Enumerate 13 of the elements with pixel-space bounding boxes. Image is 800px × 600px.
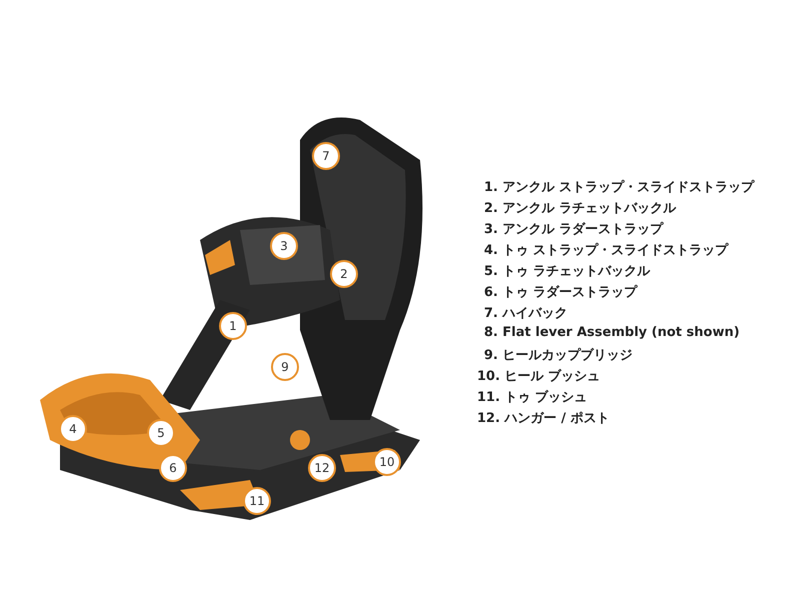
part-list-item: 10. ヒール ブッシュ xyxy=(477,368,600,385)
part-list-item: 9. ヒールカップブリッジ xyxy=(484,346,633,364)
part-list-item: 5. トゥ ラチェットバックル xyxy=(484,263,650,280)
part-list-item: 6. トゥ ラダーストラップ xyxy=(484,284,638,301)
part-list-item: 4. トゥ ストラップ・スライドストラップ xyxy=(484,242,728,259)
part-list-item: 3. アンクル ラダーストラップ xyxy=(484,220,664,238)
part-list-item: 1. アンクル ストラップ・スライドストラップ xyxy=(484,178,754,196)
part-list-item: 12. ハンガー / ポスト xyxy=(477,410,610,427)
part-list-item: 11. トゥ ブッシュ xyxy=(477,388,588,406)
callout-number: 9 xyxy=(271,353,299,381)
part-list-item: 2. アンクル ラチェットバックル xyxy=(484,200,676,217)
part-list-item: 8. Flat lever Assembly (not shown) xyxy=(484,325,740,340)
part-list-item: 7. ハイバック xyxy=(484,305,568,322)
